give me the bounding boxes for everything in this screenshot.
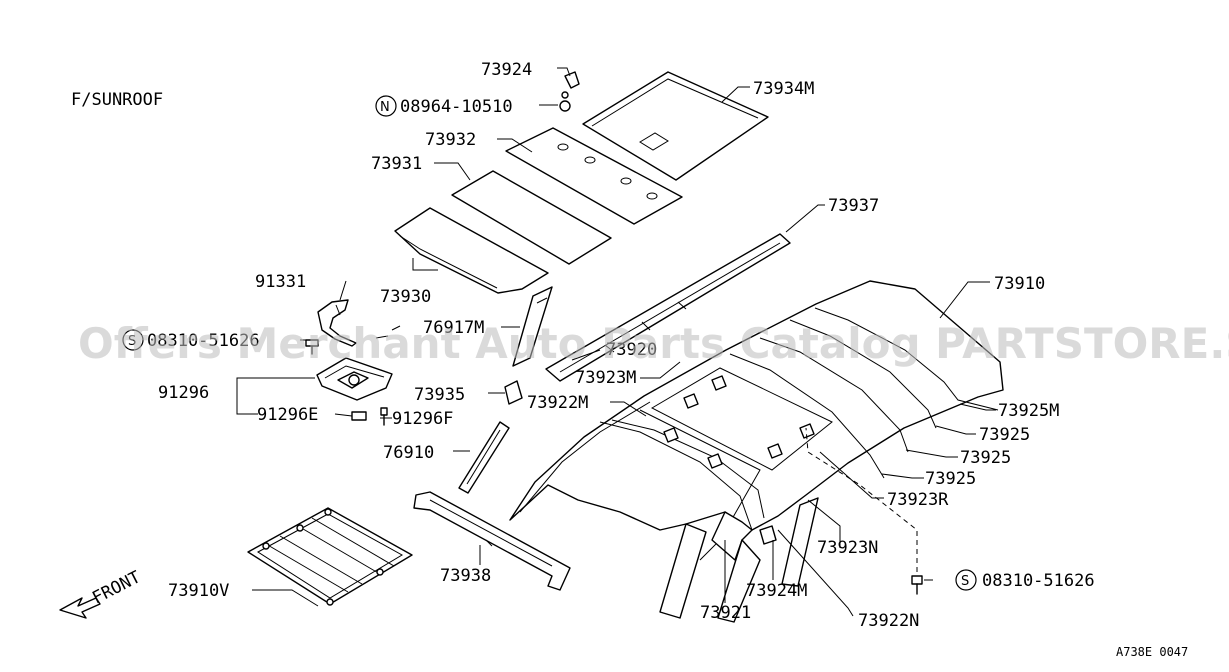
label-73923m: 73923M bbox=[575, 368, 636, 388]
label-73922m: 73922M bbox=[527, 393, 588, 413]
label-08310-51626-b: 08310-51626 bbox=[982, 571, 1095, 591]
board-73932 bbox=[505, 127, 683, 225]
s-symbol-icon-a bbox=[122, 329, 144, 351]
label-76917m: 76917M bbox=[423, 318, 484, 338]
bracket-91331 bbox=[317, 299, 357, 347]
front-label: FRONT bbox=[89, 567, 144, 608]
label-73924: 73924 bbox=[481, 60, 532, 80]
sunroof-panel-73934m bbox=[582, 71, 769, 181]
label-73910: 73910 bbox=[994, 274, 1045, 294]
label-73935: 73935 bbox=[414, 385, 465, 405]
label-73910v: 73910V bbox=[168, 581, 229, 601]
s-symbol-letter-a: S bbox=[128, 334, 136, 349]
roof-rack-73910v bbox=[247, 507, 413, 606]
trim-76910 bbox=[458, 421, 510, 494]
label-73924m: 73924M bbox=[746, 581, 807, 601]
n-symbol-icon bbox=[375, 95, 397, 117]
label-73925-a: 73925 bbox=[979, 425, 1030, 445]
strip-73937 bbox=[545, 233, 791, 382]
watermark: Offers Merchant Auto Parts Catalog PARTS… bbox=[78, 319, 1229, 368]
s-symbol-icon-b bbox=[955, 569, 977, 591]
label-73925m: 73925M bbox=[998, 401, 1059, 421]
roof-lining-73910 bbox=[509, 280, 1004, 623]
n-symbol-letter: N bbox=[380, 100, 390, 115]
label-91331: 91331 bbox=[255, 272, 306, 292]
bolt-08310-b bbox=[805, 427, 923, 595]
label-73937: 73937 bbox=[828, 196, 879, 216]
label-08964-10510: 08964-10510 bbox=[400, 97, 513, 117]
label-73923r: 73923R bbox=[887, 490, 949, 510]
panel-73930 bbox=[394, 207, 549, 294]
label-73921: 73921 bbox=[700, 603, 751, 623]
nut-91296e bbox=[351, 411, 367, 421]
screw-91296f bbox=[380, 407, 388, 426]
label-73920: 73920 bbox=[606, 340, 657, 360]
front-arrow-icon bbox=[59, 597, 101, 619]
clip-73935 bbox=[504, 380, 523, 405]
label-73925-c: 73925 bbox=[925, 469, 976, 489]
label-76910: 76910 bbox=[383, 443, 434, 463]
lamp-base-91296 bbox=[316, 357, 393, 401]
clip-73924 bbox=[561, 71, 580, 99]
s-symbol-letter-b: S bbox=[961, 574, 969, 589]
panel-73931 bbox=[451, 170, 612, 265]
label-73923n: 73923N bbox=[817, 538, 878, 558]
variant-label: F/SUNROOF bbox=[71, 90, 163, 110]
strip-73938 bbox=[413, 491, 571, 591]
label-73932: 73932 bbox=[425, 130, 476, 150]
trim-76917m bbox=[512, 286, 553, 367]
label-73925-b: 73925 bbox=[960, 448, 1011, 468]
label-73938: 73938 bbox=[440, 566, 491, 586]
label-73930: 73930 bbox=[380, 287, 431, 307]
label-73922n: 73922N bbox=[858, 611, 919, 631]
label-08310-51626-a: 08310-51626 bbox=[147, 331, 260, 351]
figure-code: A738E 0047 bbox=[1116, 645, 1188, 659]
leader-lines bbox=[236, 67, 996, 617]
label-73934m: 73934M bbox=[753, 79, 814, 99]
label-91296: 91296 bbox=[158, 383, 209, 403]
label-91296f: 91296F bbox=[392, 409, 453, 429]
label-91296e: 91296E bbox=[257, 405, 318, 425]
label-73931: 73931 bbox=[371, 154, 422, 174]
nut-08964 bbox=[559, 100, 571, 112]
